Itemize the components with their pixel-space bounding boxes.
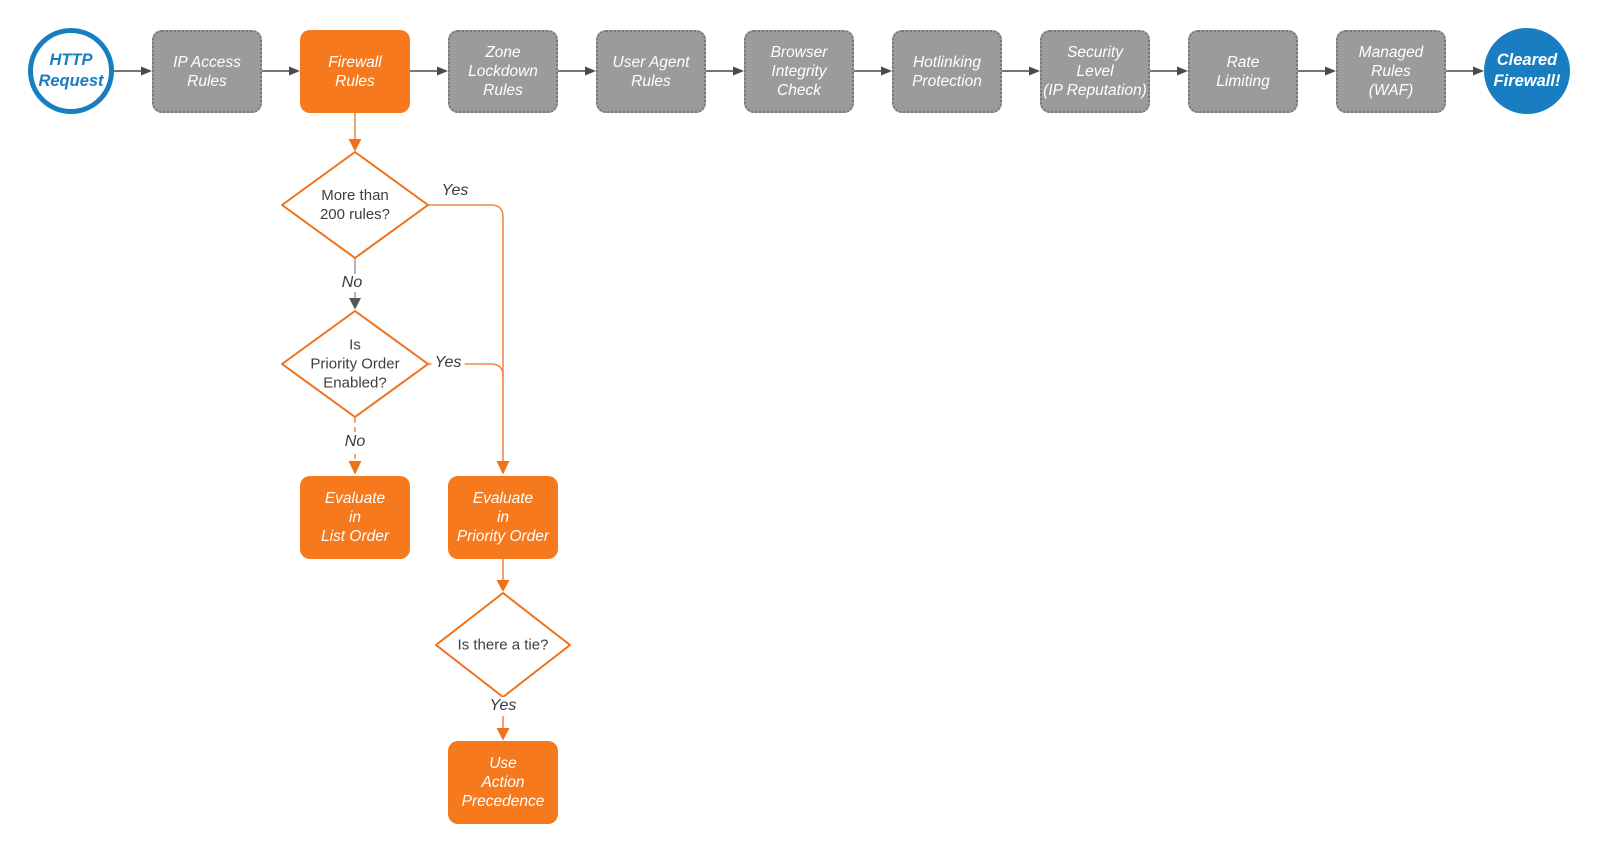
stage-label: Managed Rules (WAF) — [1358, 44, 1424, 99]
edge-label-d2-yes: Yes — [431, 354, 465, 372]
node-zone-lockdown-rules: Zone Lockdown Rules — [448, 30, 558, 113]
edge-label-d1-no: No — [338, 274, 366, 292]
stage-label: Browser Integrity Check — [770, 44, 828, 99]
stage-label: Rate Limiting — [1216, 53, 1270, 90]
edge-label-d3-yes: Yes — [486, 697, 520, 715]
node-cleared-firewall: Cleared Firewall! — [1484, 28, 1570, 114]
pipeline-arrows — [114, 66, 1484, 76]
node-evaluate-in-priority-order: Evaluate in Priority Order — [448, 476, 558, 559]
stage-label: User Agent Rules — [612, 53, 690, 90]
flowbox-label: Use Action Precedence — [461, 755, 545, 810]
edge-label-d1-yes: Yes — [438, 182, 472, 200]
stage-label: Firewall Rules — [328, 53, 382, 90]
node-managed-rules-waf: Managed Rules (WAF) — [1336, 30, 1446, 113]
stage-label: Security Level (IP Reputation) — [1043, 44, 1147, 99]
stage-label: Zone Lockdown Rules — [468, 44, 538, 99]
diamond-more-than-200-rules — [281, 151, 429, 259]
diamond-priority-order-enabled-label: Is Priority Order Enabled? — [310, 336, 400, 392]
edge-d2-yes — [428, 363, 504, 377]
node-http-request: HTTP Request — [28, 28, 114, 114]
decision-arrowheads — [348, 139, 510, 741]
node-rate-limiting: Rate Limiting — [1188, 30, 1298, 113]
node-http-request-label: HTTP Request — [38, 51, 104, 90]
node-ip-access-rules: IP Access Rules — [152, 30, 262, 113]
diamond-more-than-200-rules-label: More than 200 rules? — [319, 187, 391, 223]
node-browser-integrity-check: Browser Integrity Check — [744, 30, 854, 113]
diamond-is-there-a-tie-label: Is there a tie? — [457, 636, 549, 654]
node-use-action-precedence: Use Action Precedence — [448, 741, 558, 824]
diamond-priority-order-enabled — [281, 310, 429, 418]
stage-label: Hotlinking Protection — [912, 53, 982, 90]
node-user-agent-rules: User Agent Rules — [596, 30, 706, 113]
decision-diamonds — [281, 151, 571, 698]
node-firewall-rules: Firewall Rules — [300, 30, 410, 113]
node-cleared-firewall-label: Cleared Firewall! — [1493, 51, 1561, 90]
flowbox-label: Evaluate in Priority Order — [456, 490, 550, 545]
flowbox-label: Evaluate in List Order — [320, 490, 390, 545]
node-security-level: Security Level (IP Reputation) — [1040, 30, 1150, 113]
edge-d1-yes — [428, 204, 504, 461]
node-evaluate-in-list-order: Evaluate in List Order — [300, 476, 410, 559]
stage-label: IP Access Rules — [173, 53, 241, 90]
edge-label-d2-no: No — [341, 433, 369, 451]
node-hotlinking-protection: Hotlinking Protection — [892, 30, 1002, 113]
